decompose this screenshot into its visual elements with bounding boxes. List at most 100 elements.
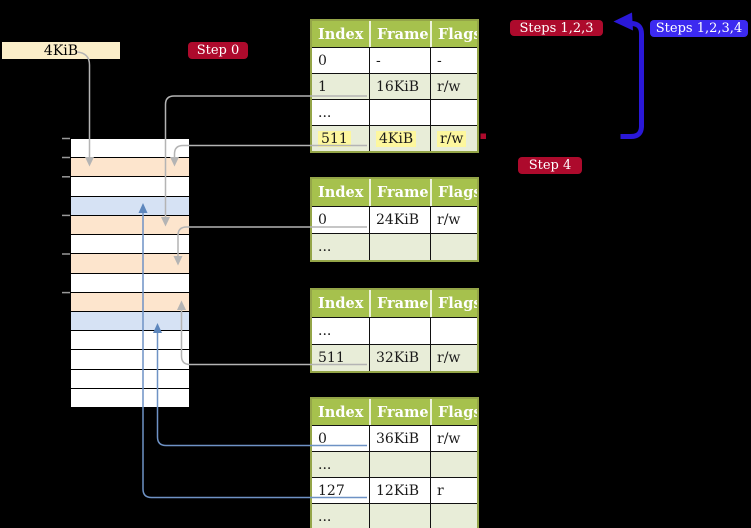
cell-text: 127 bbox=[318, 482, 345, 499]
table-row: ... bbox=[312, 233, 477, 260]
column-header: Index bbox=[312, 21, 369, 47]
cell-text: ... bbox=[318, 456, 332, 473]
cell-text: r/w bbox=[437, 78, 461, 95]
table-row: ... bbox=[312, 99, 477, 125]
table-cell: ... bbox=[312, 99, 369, 125]
table-cell: 12KiB bbox=[369, 477, 430, 503]
steps-1234-text: Steps 1,2,3,4 bbox=[655, 21, 743, 36]
memory-column bbox=[70, 138, 190, 408]
table-cell: r/w bbox=[430, 125, 477, 151]
recursive-loop-arrow bbox=[613, 12, 644, 139]
table-cell: 0 bbox=[312, 47, 369, 73]
cell-text: 24KiB bbox=[376, 212, 420, 228]
memory-row-white bbox=[71, 349, 189, 369]
frame-size-label: 4KiB bbox=[2, 42, 120, 59]
table-cell: r/w bbox=[430, 344, 477, 371]
table-row: 0 - - bbox=[312, 47, 477, 73]
column-header: Index bbox=[312, 179, 369, 206]
memory-row-white bbox=[71, 272, 189, 292]
memory-row-orange bbox=[71, 291, 189, 311]
table-cell: - bbox=[369, 47, 430, 73]
table-cell: r bbox=[430, 477, 477, 503]
table-cell: 1 bbox=[312, 73, 369, 99]
memory-row-white bbox=[71, 368, 189, 388]
table-row: ... bbox=[312, 503, 477, 528]
table-row: 127 12KiB r bbox=[312, 477, 477, 503]
cell-text: ... bbox=[318, 104, 332, 121]
memory-row-orange bbox=[71, 157, 189, 177]
table-cell: 16KiB bbox=[369, 73, 430, 99]
cell-text: 16KiB bbox=[376, 78, 420, 95]
table-cell: r/w bbox=[430, 425, 477, 451]
cell-text: 32KiB bbox=[376, 350, 420, 366]
table-cell bbox=[369, 233, 430, 260]
cell-text: - bbox=[376, 52, 381, 69]
table-cell bbox=[369, 451, 430, 477]
column-header: Flags bbox=[430, 21, 477, 47]
column-header: Frame bbox=[369, 21, 430, 47]
table-header-row: IndexFrameFlags bbox=[312, 290, 477, 317]
table-cell bbox=[430, 451, 477, 477]
table-cell: ... bbox=[312, 233, 369, 260]
highlighted-cell-text: 4KiB bbox=[376, 130, 417, 147]
table-cell bbox=[369, 503, 430, 528]
table-cell bbox=[430, 503, 477, 528]
step-4-text: Step 4 bbox=[528, 158, 572, 173]
table-cell: 127 bbox=[312, 477, 369, 503]
step-0-badge: Step 0 bbox=[188, 42, 248, 59]
memory-row-white bbox=[71, 176, 189, 196]
table-cell bbox=[430, 233, 477, 260]
memory-row-white bbox=[71, 330, 189, 350]
table-cell: 0 bbox=[312, 206, 369, 233]
step-0-text: Step 0 bbox=[196, 43, 240, 58]
cell-text: - bbox=[437, 52, 442, 69]
memory-row-orange bbox=[71, 214, 189, 235]
cell-text: r/w bbox=[437, 212, 461, 228]
red-loop-arrow-tail bbox=[480, 133, 486, 139]
memory-row-orange bbox=[71, 253, 189, 273]
table-cell: r/w bbox=[430, 206, 477, 233]
table-row: 511 32KiB r/w bbox=[312, 344, 477, 371]
table-cell: ... bbox=[312, 451, 369, 477]
memory-tick-marks bbox=[62, 137, 70, 294]
steps-123-text: Steps 1,2,3 bbox=[519, 20, 594, 36]
memory-row-white bbox=[71, 387, 189, 408]
cell-text: ... bbox=[318, 239, 332, 255]
table-cell: 0 bbox=[312, 425, 369, 451]
memory-row-blue bbox=[71, 310, 189, 331]
cell-text: 511 bbox=[318, 350, 345, 366]
table-cell: ... bbox=[312, 317, 369, 344]
cell-text: 0 bbox=[318, 430, 327, 447]
table-cell: r/w bbox=[430, 73, 477, 99]
cell-text: 0 bbox=[318, 52, 327, 69]
recursive-loop-arrow-shaft bbox=[620, 21, 644, 139]
cell-text: 12KiB bbox=[376, 482, 420, 499]
table-row: ... bbox=[312, 451, 477, 477]
recursive-loop-arrowhead-icon bbox=[613, 12, 633, 31]
table-row: 0 24KiB r/w bbox=[312, 206, 477, 233]
table-cell bbox=[369, 317, 430, 344]
cell-text: ... bbox=[318, 508, 332, 525]
table-cell: 32KiB bbox=[369, 344, 430, 371]
column-header: Index bbox=[312, 399, 369, 425]
column-header: Flags bbox=[430, 399, 477, 425]
page-table-2: IndexFrameFlags 0 24KiB r/w... bbox=[310, 177, 479, 262]
cell-text: r/w bbox=[437, 350, 461, 366]
table-cell bbox=[430, 317, 477, 344]
step-4-badge: Step 4 bbox=[518, 157, 582, 174]
table-header-row: IndexFrameFlags bbox=[312, 399, 477, 425]
table-header-row: IndexFrameFlags bbox=[312, 179, 477, 206]
cell-text: 0 bbox=[318, 212, 327, 228]
column-header: Index bbox=[312, 290, 369, 317]
steps-1234-badge: Steps 1,2,3,4 bbox=[650, 20, 748, 37]
page-table-3: IndexFrameFlags... 511 32KiB r/w bbox=[310, 288, 479, 373]
table-header-row: IndexFrameFlags bbox=[312, 21, 477, 47]
table-cell: 511 bbox=[312, 344, 369, 371]
cell-text: 36KiB bbox=[376, 430, 420, 447]
table-cell: 24KiB bbox=[369, 206, 430, 233]
table-cell bbox=[369, 99, 430, 125]
column-header: Flags bbox=[430, 290, 477, 317]
